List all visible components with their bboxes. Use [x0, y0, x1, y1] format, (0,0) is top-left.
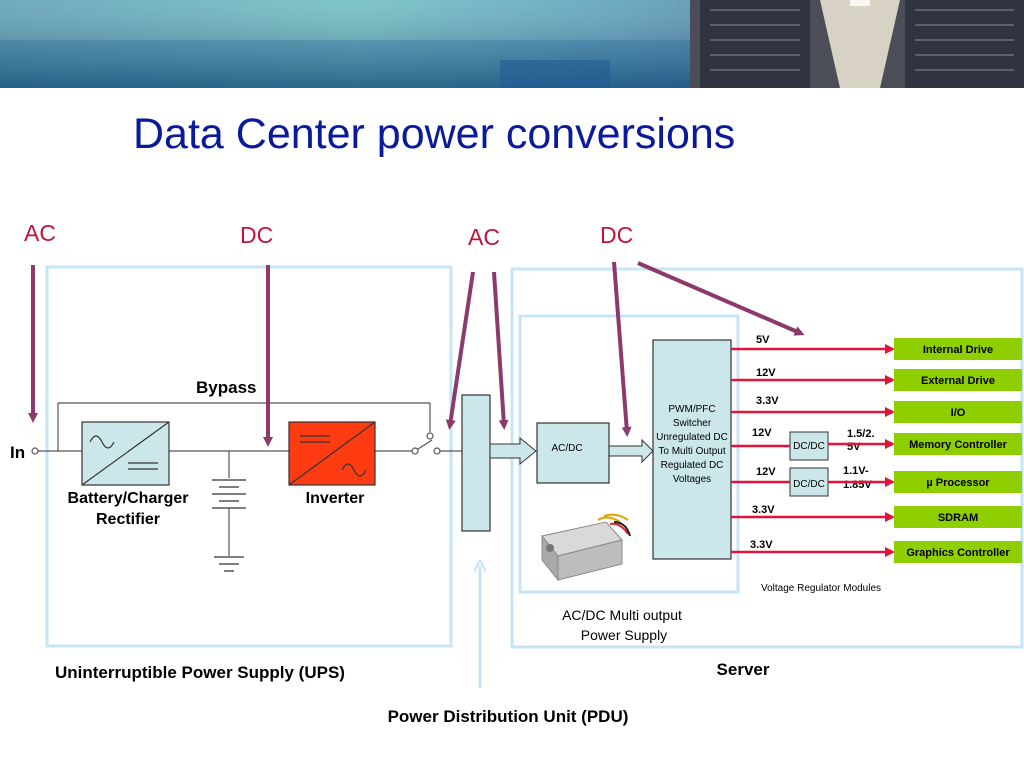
rail-voltage-label: 12V	[752, 427, 772, 439]
ups-wiring	[38, 402, 462, 556]
rail-voltage-label: 12V	[756, 367, 776, 379]
rectifier-block	[81, 421, 170, 486]
vrm-caption: Voltage Regulator Modules	[761, 583, 881, 594]
pdu-to-psu-arrow	[489, 436, 537, 466]
server-caption: Server	[717, 660, 770, 679]
input-label: In	[10, 443, 25, 462]
rectifier-label-line1: Battery/Charger	[68, 490, 189, 507]
datacenter-banner-image	[0, 0, 1024, 88]
ups-frame	[45, 265, 453, 648]
dcdc-2-output-line1: 1.1V-	[843, 465, 869, 477]
power-supply-photo	[541, 513, 631, 582]
output-target-box	[894, 369, 1022, 391]
rectifier-label-line2: Rectifier	[96, 511, 160, 528]
rail-voltage-label: 12V	[756, 466, 776, 478]
dcdc-2-label: DC/DC	[793, 479, 825, 490]
dcdc-module-1	[789, 431, 829, 461]
dc-marker-arrow-pwm	[612, 261, 632, 437]
pwm-line-2: Switcher	[673, 418, 712, 429]
dc-marker-arrow-rails	[637, 261, 805, 336]
pwm-line-4: To Multi Output	[658, 446, 725, 457]
bypass-label: Bypass	[196, 378, 256, 397]
acdc-to-pwm-arrow	[608, 438, 654, 464]
dcdc-module-2	[789, 467, 829, 497]
acdc-box	[536, 422, 610, 484]
output-target-label: Internal Drive	[923, 344, 993, 356]
pwm-line-5: Regulated DC	[661, 460, 724, 471]
dcdc-1-label: DC/DC	[793, 441, 825, 452]
output-target-label: External Drive	[921, 375, 995, 387]
output-target-label: Memory Controller	[909, 439, 1008, 451]
output-target-box	[894, 471, 1022, 493]
ac-marker-mid: AC	[468, 224, 500, 250]
output-rails: 5V Internal Drive 12V External Drive 3.3V I/O…	[731, 334, 1022, 563]
slide-title: Data Center power conversions	[133, 110, 736, 158]
output-target-label: I/O	[951, 407, 966, 419]
ac-marker-arrow-pdu-right	[492, 271, 509, 430]
bypass-switch-contact	[426, 432, 434, 440]
pwm-line-3: Unregulated DC	[656, 432, 728, 443]
dc-marker-left: DC	[240, 222, 273, 248]
inverter-block	[288, 421, 376, 486]
output-target-box	[894, 401, 1022, 423]
acdc-box-label: AC/DC	[551, 443, 582, 454]
inverter-label: Inverter	[306, 490, 365, 507]
output-target-label: SDRAM	[938, 512, 978, 524]
switch-contact-right	[433, 447, 441, 455]
pwm-box	[652, 339, 732, 560]
input-terminal	[31, 447, 39, 455]
pwm-line-6: Voltages	[673, 474, 711, 485]
conversion-markers	[28, 261, 805, 447]
ac-marker-left: AC	[24, 220, 56, 246]
ups-caption: Uninterruptible Power Supply (UPS)	[55, 663, 345, 682]
battery-icon	[212, 479, 246, 572]
psu-caption-line2: Power Supply	[581, 627, 667, 643]
dcdc-1-output-line1: 1.5/2.	[847, 428, 875, 440]
rail-voltage-label: 3.3V	[750, 539, 773, 551]
rail-voltage-label: 5V	[756, 334, 770, 346]
ac-marker-arrow-pdu-left	[445, 271, 475, 430]
rail-voltage-label: 3.3V	[752, 504, 775, 516]
output-target-box	[894, 506, 1022, 528]
output-target-box	[894, 541, 1022, 563]
psu-caption-line1: AC/DC Multi output	[562, 607, 682, 623]
dc-marker-right: DC	[600, 222, 633, 248]
pwm-line-1: PWM/PFC	[668, 404, 715, 415]
switch-contact-left	[411, 447, 419, 455]
rail-voltage-label: 3.3V	[756, 395, 779, 407]
pwm-text: PWM/PFC Switcher Unregulated DC To Multi…	[656, 404, 728, 485]
header-banner	[0, 0, 1024, 88]
output-target-label: µ Processor	[926, 477, 990, 489]
output-target-box	[894, 338, 1022, 360]
pdu-caption: Power Distribution Unit (PDU)	[388, 707, 629, 726]
pdu-bar	[461, 394, 491, 532]
output-target-box	[894, 433, 1022, 455]
output-target-label: Graphics Controller	[906, 547, 1010, 559]
